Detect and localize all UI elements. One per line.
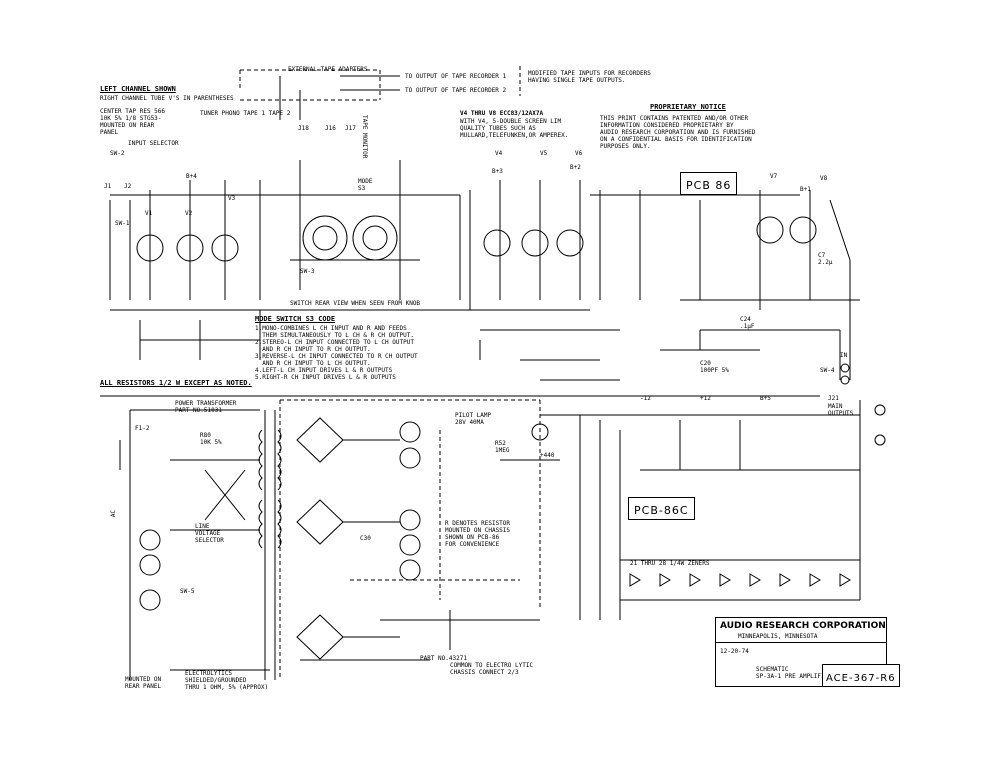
drawing-date: 12-20-74 bbox=[720, 648, 749, 655]
right-channel-note: RIGHT CHANNEL TUBE V'S IN PARENTHESES bbox=[100, 95, 234, 102]
part-number-r: PART NO.43271 bbox=[420, 655, 467, 662]
external-adapters-label: EXTERNAL TAPE ADAPTERS bbox=[288, 66, 368, 73]
line-voltage-label: LINE VOLTAGE SELECTOR bbox=[195, 523, 224, 544]
drawing-number: ACE-367-R6 bbox=[826, 673, 896, 684]
all-resistors-note: ALL RESISTORS 1/2 W EXCEPT AS NOTED. bbox=[100, 379, 252, 387]
resistor-r80: R80 10K 5% bbox=[200, 432, 222, 446]
electrolytic-note: ELECTROLYTICS SHIELDED/GROUNDED THRU 1 O… bbox=[185, 670, 269, 691]
tape1-output-label: TO OUTPUT OF TAPE RECORDER 1 bbox=[405, 73, 507, 80]
capacitor-c20: C20 100PF 5% bbox=[700, 360, 729, 374]
tube-type-note: V4 THRU V8 ECC83/12AX7A bbox=[460, 110, 544, 117]
mode-switch-title: MODE SWITCH S3 CODE bbox=[255, 315, 336, 323]
switch-sw2: SW-2 bbox=[110, 150, 125, 157]
power-transformer-label: POWER TRANSFORMER PART NO.51031 bbox=[175, 400, 237, 414]
main-outputs-label: MAIN OUTPUTS bbox=[828, 403, 854, 417]
company-city: MINNEAPOLIS, MINNESOTA bbox=[738, 633, 818, 640]
drawing-number-box: ACE-367-R6 bbox=[822, 664, 900, 687]
voltage-plus12: +12 bbox=[700, 395, 711, 402]
tube-v4: V4 bbox=[495, 150, 503, 157]
tube-quality-note: WITH V4, 5-DOUBLE SCREEN LIM QUALITY TUB… bbox=[460, 118, 569, 139]
modified-inputs-note: MODIFIED TAPE INPUTS FOR RECORDERS HAVIN… bbox=[528, 70, 651, 84]
switch-sw4: SW-4 bbox=[820, 367, 835, 374]
schematic-title: SCHEMATIC SP-3A-1 PRE AMPLIFIER bbox=[756, 666, 832, 680]
tape-monitor-label: TAPE MONITOR bbox=[361, 115, 368, 159]
input-names-label: TUNER PHONO TAPE 1 TAPE 2 bbox=[200, 110, 291, 117]
capacitor-c30: C30 bbox=[360, 535, 371, 542]
title-block: AUDIO RESEARCH CORPORATION MINNEAPOLIS, … bbox=[715, 617, 900, 687]
switch-rear-note: SWITCH REAR VIEW WHEN SEEN FROM KNOB bbox=[290, 300, 421, 307]
pilot-lamp-label: PILOT LAMP 28V 40MA bbox=[455, 412, 492, 426]
voltage-minus12: -12 bbox=[640, 395, 651, 402]
proprietary-body: THIS PRINT CONTAINS PATENTED AND/OR OTHE… bbox=[600, 115, 756, 150]
in-label: IN bbox=[840, 352, 848, 359]
mounted-note: MOUNTED ON REAR PANEL bbox=[125, 676, 162, 690]
jack-j21: J21 bbox=[828, 395, 839, 402]
jack-j17: J17 bbox=[345, 125, 356, 132]
tube-v8: V8 bbox=[820, 175, 828, 182]
tape2-output-label: TO OUTPUT OF TAPE RECORDER 2 bbox=[405, 87, 507, 94]
pcb86c-text: PCB-86C bbox=[634, 504, 689, 517]
pcb86-label: PCB 86 bbox=[680, 172, 738, 195]
mode-switch-label: MODE S3 bbox=[358, 178, 373, 192]
tube-v1: V1 bbox=[145, 210, 153, 217]
jack-j2: J2 bbox=[124, 183, 132, 190]
capacitor-c24: C24 .1μF bbox=[740, 316, 755, 330]
voltage-plus440: +440 bbox=[540, 452, 555, 459]
resistor-r52: R52 1MEG bbox=[495, 440, 510, 454]
common-note: COMMON TO ELECTRO LYTIC CHASSIS CONNECT … bbox=[450, 662, 534, 676]
input-selector-label: INPUT SELECTOR bbox=[128, 140, 179, 147]
jack-j16: J16 bbox=[325, 125, 336, 132]
bplus-1: B+1 bbox=[800, 186, 811, 193]
pcb86c-label: PCB-86C bbox=[628, 497, 695, 520]
pcb86-text: PCB 86 bbox=[686, 179, 732, 192]
tube-v5: V5 bbox=[540, 150, 548, 157]
company-name: AUDIO RESEARCH CORPORATION bbox=[720, 621, 886, 631]
proprietary-title: PROPRIETARY NOTICE bbox=[650, 103, 726, 111]
tube-v3: V3 bbox=[228, 195, 236, 202]
bplus-5: B+5 bbox=[760, 395, 771, 402]
mode-switch-code: 1.MONO-COMBINES L CH INPUT AND R AND FEE… bbox=[255, 325, 418, 381]
capacitor-c7: C7 2.2μ bbox=[818, 252, 833, 266]
switch-sw5: SW-5 bbox=[180, 588, 195, 595]
bplus-2: B+2 bbox=[570, 164, 581, 171]
bplus-3: B+3 bbox=[492, 168, 503, 175]
jack-j18: J18 bbox=[298, 125, 309, 132]
resistor-convenience-note: R DENOTES RESISTOR MOUNTED ON CHASSIS SH… bbox=[445, 520, 511, 548]
fuse-label: F1-2 bbox=[135, 425, 150, 432]
switch-sw3: SW-3 bbox=[300, 268, 315, 275]
left-channel-note: LEFT CHANNEL SHOWN bbox=[100, 85, 176, 93]
center-tap-note: CENTER TAP RES 566 10K 5% 1/8 STG53- MOU… bbox=[100, 108, 166, 136]
tube-v2: V2 bbox=[185, 210, 193, 217]
ac-label: AC bbox=[110, 509, 118, 518]
jack-j1: J1 bbox=[104, 183, 112, 190]
switch-sw1: SW-1 bbox=[115, 220, 130, 227]
tube-v7: V7 bbox=[770, 173, 778, 180]
zener-note: 21 THRU 28 1/4W ZENERS bbox=[630, 560, 710, 567]
bplus-4: B+4 bbox=[186, 173, 197, 180]
tube-v6: V6 bbox=[575, 150, 583, 157]
